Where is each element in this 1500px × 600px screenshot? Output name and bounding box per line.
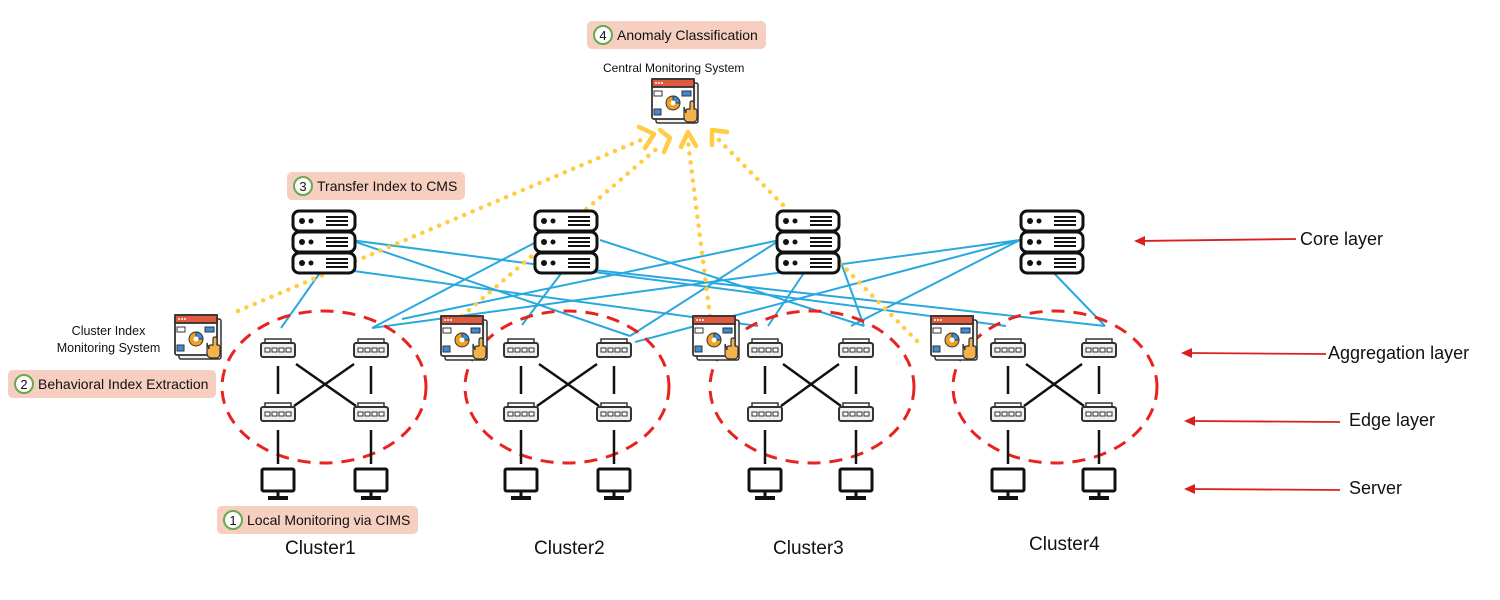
edge-switch-icon xyxy=(596,402,632,422)
layer-arrow-server xyxy=(1189,488,1341,491)
aggregation-switch-icon xyxy=(838,338,874,358)
server-layer-label: Server xyxy=(1349,478,1403,498)
central-monitoring-dashboard-icon xyxy=(651,78,699,124)
server-monitor-icon xyxy=(596,467,632,502)
step-text: Transfer Index to CMS xyxy=(317,178,458,194)
server-monitor-icon xyxy=(260,467,296,502)
arrowhead xyxy=(657,127,673,155)
wire xyxy=(1023,362,1083,408)
step-number: 4 xyxy=(593,25,613,45)
layer-arrow-aggregation xyxy=(1186,352,1327,355)
wire xyxy=(780,362,840,408)
server-monitor-icon xyxy=(1081,467,1117,502)
cluster-label-1: Cluster1 xyxy=(285,538,356,559)
edge-switch-icon xyxy=(260,402,296,422)
arrowhead xyxy=(636,124,657,151)
step-badge-anomaly-classification: 4 Anomaly Classification xyxy=(587,21,766,49)
core-server-icon xyxy=(291,209,357,275)
cluster-boundary-1 xyxy=(220,309,428,465)
layer-arrows xyxy=(1134,236,1341,494)
core-link xyxy=(349,239,1007,327)
aggregation-switch-icon xyxy=(596,338,632,358)
transfer-arrowheads xyxy=(636,124,730,155)
step-badge-local-monitoring: 1 Local Monitoring via CIMS xyxy=(217,506,419,534)
transfer-arrow-cluster4 xyxy=(715,136,920,344)
edge-switch-icon xyxy=(353,402,389,422)
step-text: Local Monitoring via CIMS xyxy=(247,512,411,528)
aggregation-switch-icon xyxy=(503,338,539,358)
cims-label-line1: Cluster Index xyxy=(71,324,146,338)
cluster-label-2: Cluster2 xyxy=(534,538,605,559)
core-link xyxy=(323,266,759,327)
aggregation-switch-icon xyxy=(990,338,1026,358)
transfer-arrow-cluster3 xyxy=(685,139,713,319)
core-link xyxy=(401,239,781,320)
transfer-arrow-cluster2 xyxy=(459,142,664,319)
core-link xyxy=(839,259,865,327)
transfer-arrow-cluster1 xyxy=(235,134,651,314)
arrowhead xyxy=(1134,236,1145,246)
aggregation-switch-icon xyxy=(747,338,783,358)
arrowhead xyxy=(678,129,699,150)
server-monitor-icon xyxy=(990,467,1026,502)
arrowhead xyxy=(709,127,730,148)
cluster-label-3: Cluster3 xyxy=(773,538,844,559)
edge-switch-icon xyxy=(838,402,874,422)
arrowhead xyxy=(1181,348,1192,358)
cluster-boundary-3 xyxy=(708,309,916,465)
core-server-icon xyxy=(1019,209,1085,275)
aggregation-switch-icon xyxy=(1081,338,1117,358)
wire xyxy=(536,362,598,408)
cims-label-line2: Monitoring System xyxy=(56,341,161,355)
arrowhead xyxy=(1184,416,1195,426)
step-number: 2 xyxy=(14,374,34,394)
edge-switch-icon xyxy=(990,402,1026,422)
layer-arrow-edge xyxy=(1189,420,1341,423)
server-monitor-icon xyxy=(838,467,874,502)
cluster-index-monitoring-system-label: Cluster Index Monitoring System xyxy=(36,323,181,357)
core-link xyxy=(371,239,1021,329)
aggregation-switch-icon xyxy=(353,338,389,358)
step-text: Anomaly Classification xyxy=(617,27,758,43)
aggregation-switch-icon xyxy=(260,338,296,358)
cluster-index-dashboard-icon xyxy=(692,315,740,361)
server-monitor-icon xyxy=(353,467,389,502)
core-link xyxy=(349,239,631,337)
core-aggregation-links xyxy=(280,239,1106,343)
server-monitor-icon xyxy=(747,467,783,502)
cluster-wiring xyxy=(276,362,1101,464)
arrowhead xyxy=(1184,484,1195,494)
cluster-boundary-2 xyxy=(463,309,671,465)
wire xyxy=(293,362,355,408)
core-link xyxy=(1047,266,1106,327)
layer-arrow-core xyxy=(1139,238,1297,242)
step-badge-transfer-index: 3 Transfer Index to CMS xyxy=(287,172,466,200)
cluster-index-dashboard-icon xyxy=(440,315,488,361)
cluster-label-4: Cluster4 xyxy=(1029,534,1100,555)
edge-switch-icon xyxy=(747,402,783,422)
core-server-icon xyxy=(533,209,599,275)
server-monitor-icon xyxy=(503,467,539,502)
step-badge-behavioral-index: 2 Behavioral Index Extraction xyxy=(8,370,217,398)
index-transfer-arrows xyxy=(235,134,920,344)
cluster-boundary-4 xyxy=(951,309,1159,465)
core-link xyxy=(850,239,1021,327)
core-link xyxy=(371,239,541,329)
cluster-boundaries xyxy=(220,309,1159,465)
cluster-index-dashboard-icon xyxy=(174,314,222,360)
edge-layer-label: Edge layer xyxy=(1349,410,1436,430)
core-layer-label: Core layer xyxy=(1300,229,1384,249)
step-text: Behavioral Index Extraction xyxy=(38,376,209,392)
core-link xyxy=(280,266,325,329)
central-monitoring-system-label: Central Monitoring System xyxy=(603,61,745,75)
step-number: 1 xyxy=(223,510,243,530)
edge-switch-icon xyxy=(1081,402,1117,422)
cluster-index-dashboard-icon xyxy=(930,315,978,361)
core-server-icon xyxy=(775,209,841,275)
edge-switch-icon xyxy=(503,402,539,422)
aggregation-layer-label: Aggregation layer xyxy=(1328,343,1470,363)
step-number: 3 xyxy=(293,176,313,196)
